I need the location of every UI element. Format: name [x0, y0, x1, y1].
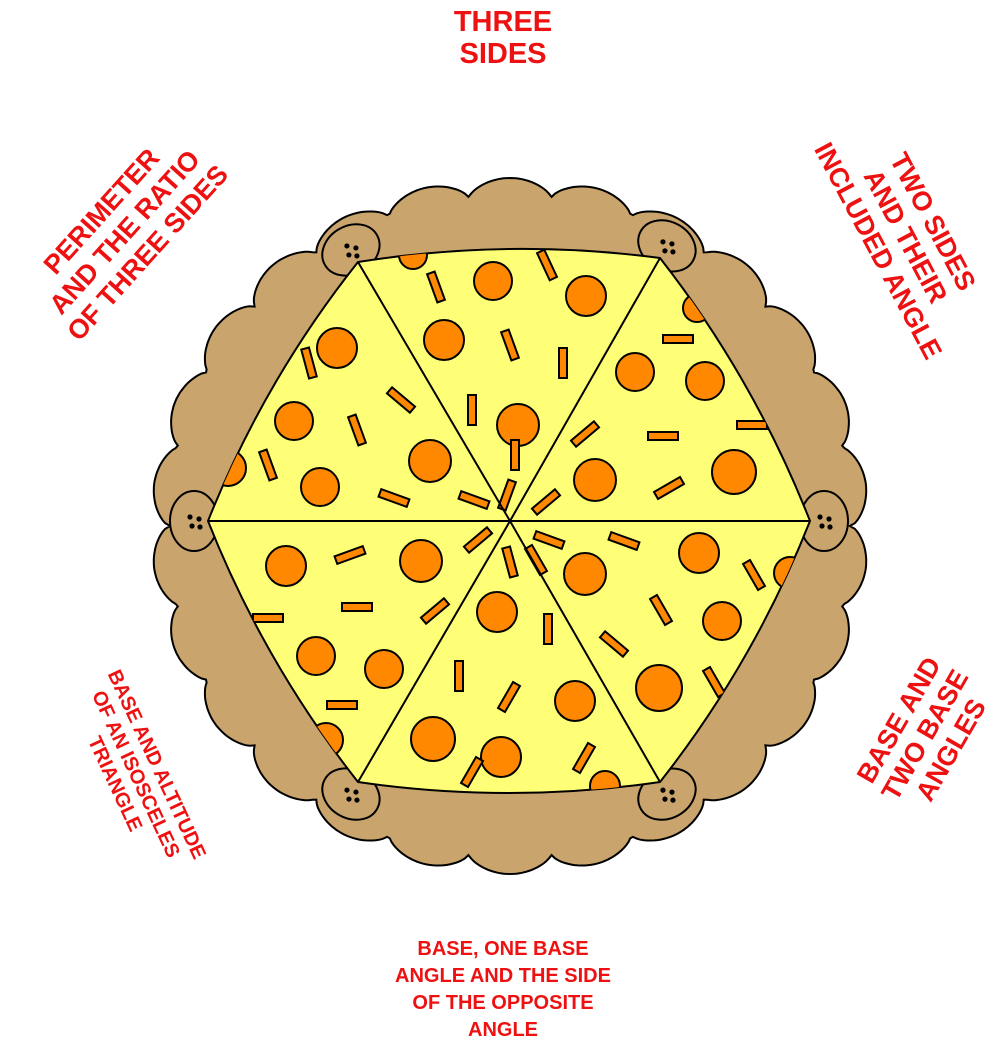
label-three-sides: THREE SIDES — [403, 6, 603, 70]
pepperoni-slice — [317, 328, 357, 368]
pepper-strip — [663, 335, 693, 343]
pepperoni-slice — [400, 540, 442, 582]
pepperoni-slice — [297, 637, 335, 675]
pepper-strip — [253, 614, 283, 622]
pepperoni-slice — [616, 353, 654, 391]
label-base-one-angle-opposite-side: BASE, ONE BASE ANGLE AND THE SIDE OF THE… — [330, 936, 676, 1044]
pepperoni-slice — [712, 450, 756, 494]
pepper-strip — [648, 432, 678, 440]
pepperoni-slice — [481, 737, 521, 777]
pepperoni-slice — [275, 402, 313, 440]
pepperoni-slice — [477, 592, 517, 632]
pepperoni-slice — [686, 362, 724, 400]
pepper-strip — [468, 395, 476, 425]
pepperoni-slice — [566, 276, 606, 316]
pepper-strip — [511, 440, 519, 470]
label-line: ANGLE — [330, 1017, 676, 1044]
pepper-strip — [342, 603, 372, 611]
pepperoni-slice — [679, 533, 719, 573]
pepperoni-slice — [266, 546, 306, 586]
pepper-strip — [737, 421, 767, 429]
pepper-strip — [559, 348, 567, 378]
pepper-strip — [327, 701, 357, 709]
pepperoni-slice — [409, 440, 451, 482]
pepperoni-slice — [474, 262, 512, 300]
label-line: OF THE OPPOSITE — [330, 990, 676, 1017]
pepperoni-slice — [365, 650, 403, 688]
pepperoni-slice — [636, 665, 682, 711]
pepperoni-slice — [424, 320, 464, 360]
pepperoni-slice — [411, 717, 455, 761]
pepper-strip — [544, 614, 552, 644]
pepperoni-slice — [703, 602, 741, 640]
label-line: SIDES — [403, 38, 603, 70]
pepperoni-slice — [574, 459, 616, 501]
label-line: BASE, ONE BASE — [330, 936, 676, 963]
pepperoni-slice — [564, 553, 606, 595]
pepper-strip — [455, 661, 463, 691]
pepperoni-slice — [555, 681, 595, 721]
label-line: THREE — [403, 6, 603, 38]
label-line: ANGLE AND THE SIDE — [330, 963, 676, 990]
pepperoni-slice — [301, 468, 339, 506]
